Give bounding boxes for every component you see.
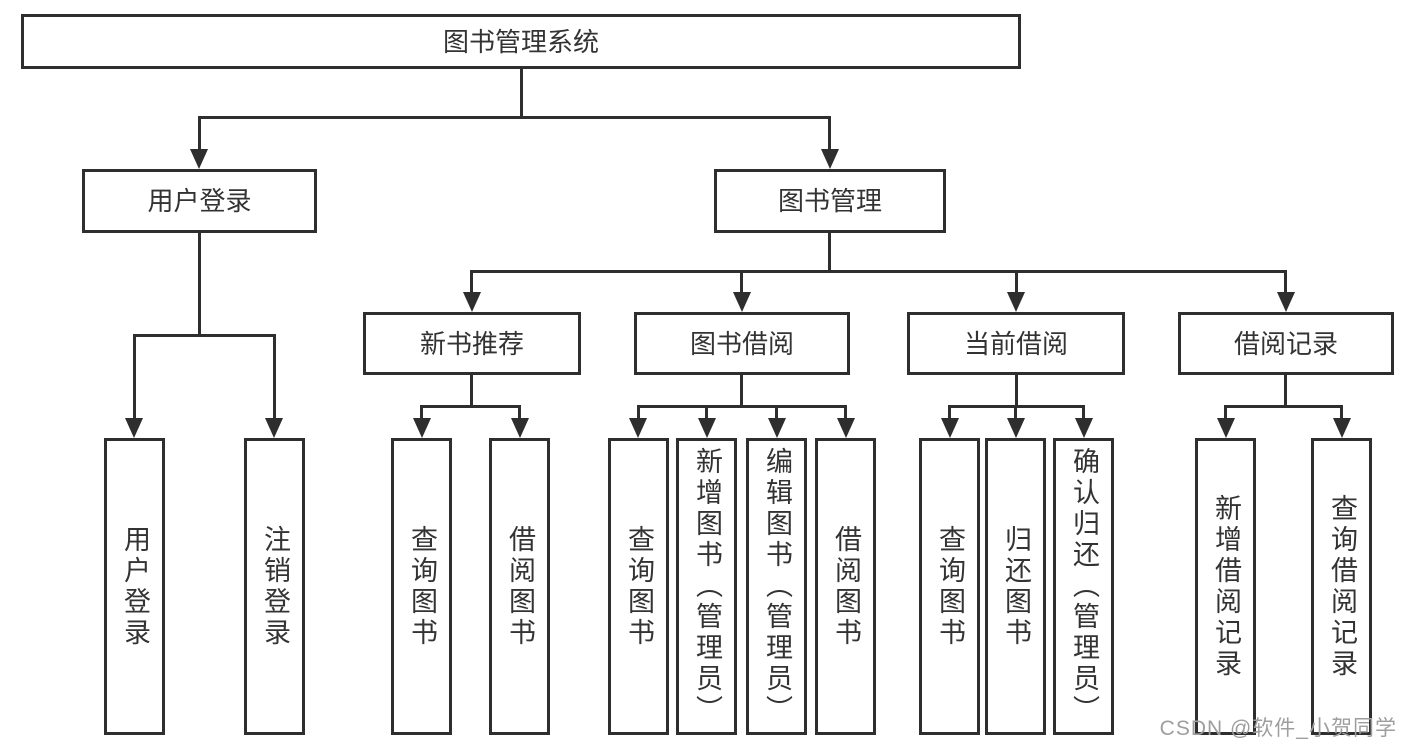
connector-leaf-shaft	[1082, 405, 1085, 422]
node-book-borrow-label: 图书借阅	[689, 328, 794, 359]
arrowhead-icon	[941, 418, 959, 438]
leaf-cb-confirm-return-admin: 确认归还（管理员）	[1053, 438, 1114, 735]
leaf-label: 查询借阅记录	[1327, 493, 1357, 680]
leaf-label: 借阅图书	[831, 524, 861, 649]
connector-leaf-shaft	[948, 405, 951, 422]
leaf-label: 新增借阅记录	[1211, 493, 1241, 680]
node-root-label: 图书管理系统	[442, 26, 599, 57]
connector-leaf-shaft	[1014, 405, 1017, 422]
node-borrow-records-label: 借阅记录	[1233, 328, 1338, 359]
leaf-label: 注销登录	[260, 524, 290, 649]
leaf-label: 归还图书	[1001, 524, 1031, 649]
connector-leaf-shaft	[844, 405, 847, 422]
leaf-logout: 注销登录	[244, 438, 305, 735]
leaf-rec-borrow-books: 借阅图书	[489, 438, 550, 735]
connector-g5-horizontal	[1224, 405, 1343, 408]
connector-g1-shaft	[273, 334, 276, 422]
arrowhead-icon	[190, 149, 208, 169]
connector-l3-horizontal	[470, 270, 1287, 273]
arrowhead-icon	[125, 418, 143, 438]
leaf-label: 查询图书	[624, 524, 654, 649]
leaf-label: 确认归还（管理员）	[1069, 447, 1099, 726]
node-new-book-rec: 新书推荐	[363, 312, 581, 375]
connector-leaf-shaft	[1224, 405, 1227, 422]
connector-parent-drop	[1015, 375, 1018, 407]
node-new-book-rec-label: 新书推荐	[419, 328, 524, 359]
arrowhead-icon	[1075, 418, 1093, 438]
connector-parent-drop	[740, 375, 743, 407]
node-current-borrow: 当前借阅	[907, 312, 1125, 375]
leaf-user-login: 用户登录	[104, 438, 165, 735]
connector-leaf-shaft	[420, 405, 423, 422]
connector-leaf-shaft	[775, 405, 778, 422]
arrowhead-icon	[1217, 418, 1235, 438]
arrowhead-icon	[821, 149, 839, 169]
node-user-login: 用户登录	[82, 169, 317, 233]
connector-bookmgmt-drop	[828, 233, 831, 272]
node-root: 图书管理系统	[21, 14, 1021, 69]
connector-userlogin-drop	[198, 233, 201, 337]
leaf-label: 查询图书	[407, 524, 437, 649]
leaf-label: 编辑图书（管理员）	[762, 447, 792, 726]
connector-root-drop	[520, 69, 523, 118]
leaf-label: 用户登录	[120, 524, 150, 649]
arrowhead-icon	[1333, 418, 1351, 438]
connector-leaf-shaft	[1340, 405, 1343, 422]
arrowhead-icon	[837, 418, 855, 438]
connector-g2-horizontal	[420, 405, 521, 408]
arrowhead-icon	[698, 418, 716, 438]
arrowhead-icon	[733, 292, 751, 312]
leaf-label: 借阅图书	[505, 524, 535, 649]
csdn-watermark: CSDN @软件_小贺同学	[1159, 717, 1397, 740]
leaf-label: 新增图书（管理员）	[692, 447, 722, 726]
node-book-borrow: 图书借阅	[634, 312, 850, 375]
arrowhead-icon	[265, 418, 283, 438]
arrowhead-icon	[1277, 292, 1295, 312]
leaf-label: 查询图书	[935, 524, 965, 649]
connector-l3-shaft	[740, 270, 743, 294]
connector-l2-shaft	[198, 116, 201, 151]
node-current-borrow-label: 当前借阅	[963, 328, 1068, 359]
node-borrow-records: 借阅记录	[1178, 312, 1394, 375]
connector-l3-shaft	[1284, 270, 1287, 294]
connector-l2-horizontal	[198, 116, 831, 119]
node-book-mgmt: 图书管理	[714, 169, 946, 233]
connector-l3-shaft	[470, 270, 473, 294]
connector-l3-shaft	[1015, 270, 1018, 294]
connector-parent-drop	[470, 375, 473, 407]
connector-leaf-shaft	[518, 405, 521, 422]
arrowhead-icon	[463, 292, 481, 312]
connector-l2-shaft	[828, 116, 831, 151]
connector-leaf-shaft	[637, 405, 640, 422]
leaf-cb-query-books: 查询图书	[919, 438, 980, 735]
arrowhead-icon	[413, 418, 431, 438]
leaf-cb-return-books: 归还图书	[985, 438, 1046, 735]
leaf-rec-query-books: 查询图书	[391, 438, 452, 735]
arrowhead-icon	[511, 418, 529, 438]
connector-g3-horizontal	[637, 405, 847, 408]
node-book-mgmt-label: 图书管理	[777, 186, 882, 216]
connector-g1-shaft	[133, 334, 136, 422]
node-user-login-label: 用户登录	[147, 186, 252, 216]
arrowhead-icon	[768, 418, 786, 438]
leaf-bb-edit-books-admin: 编辑图书（管理员）	[746, 438, 807, 735]
connector-parent-drop	[1284, 375, 1287, 407]
leaf-br-query-record: 查询借阅记录	[1311, 438, 1372, 735]
connector-leaf-shaft	[705, 405, 708, 422]
leaf-bb-borrow-books: 借阅图书	[815, 438, 876, 735]
arrowhead-icon	[1007, 418, 1025, 438]
arrowhead-icon	[1007, 292, 1025, 312]
leaf-bb-query-books: 查询图书	[608, 438, 669, 735]
leaf-bb-add-books-admin: 新增图书（管理员）	[676, 438, 737, 735]
arrowhead-icon	[629, 418, 647, 438]
leaf-br-add-record: 新增借阅记录	[1195, 438, 1256, 735]
connector-g1-horizontal	[133, 334, 276, 337]
